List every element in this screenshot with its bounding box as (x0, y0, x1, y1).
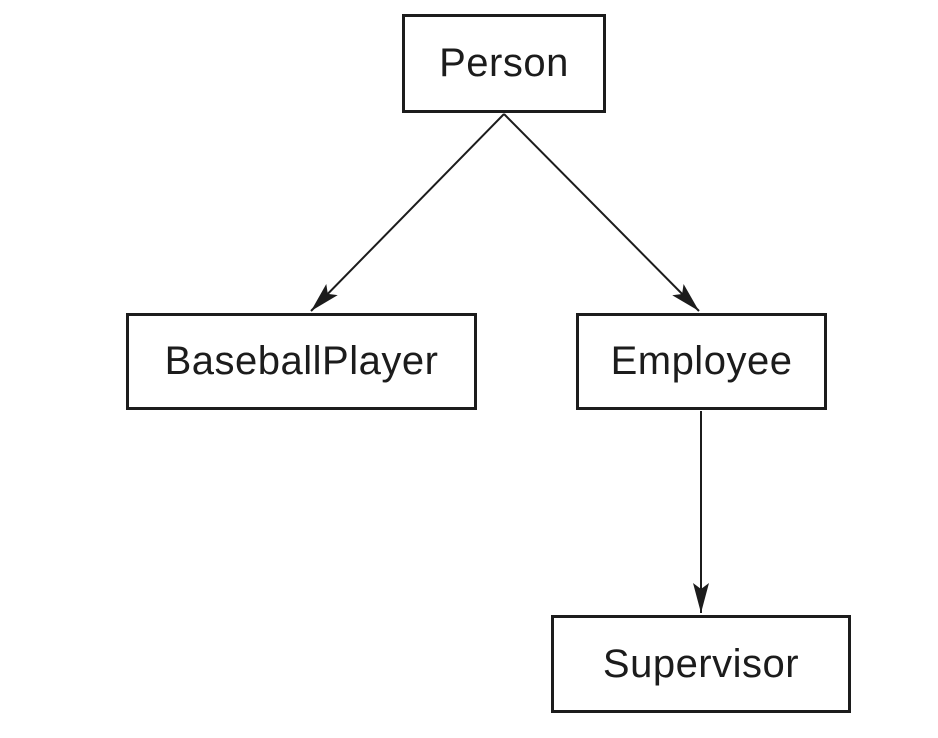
node-employee-label: Employee (610, 339, 793, 383)
node-baseball-player: BaseballPlayer (126, 313, 477, 410)
node-employee: Employee (576, 313, 827, 410)
node-person-label: Person (439, 41, 569, 85)
edge-person-baseballplayer (310, 113, 505, 312)
node-supervisor-label: Supervisor (602, 641, 800, 686)
node-person: Person (402, 14, 606, 113)
node-baseball-player-label: BaseballPlayer (164, 339, 439, 383)
node-supervisor: Supervisor (551, 615, 851, 713)
edge-person-employee (503, 113, 700, 312)
